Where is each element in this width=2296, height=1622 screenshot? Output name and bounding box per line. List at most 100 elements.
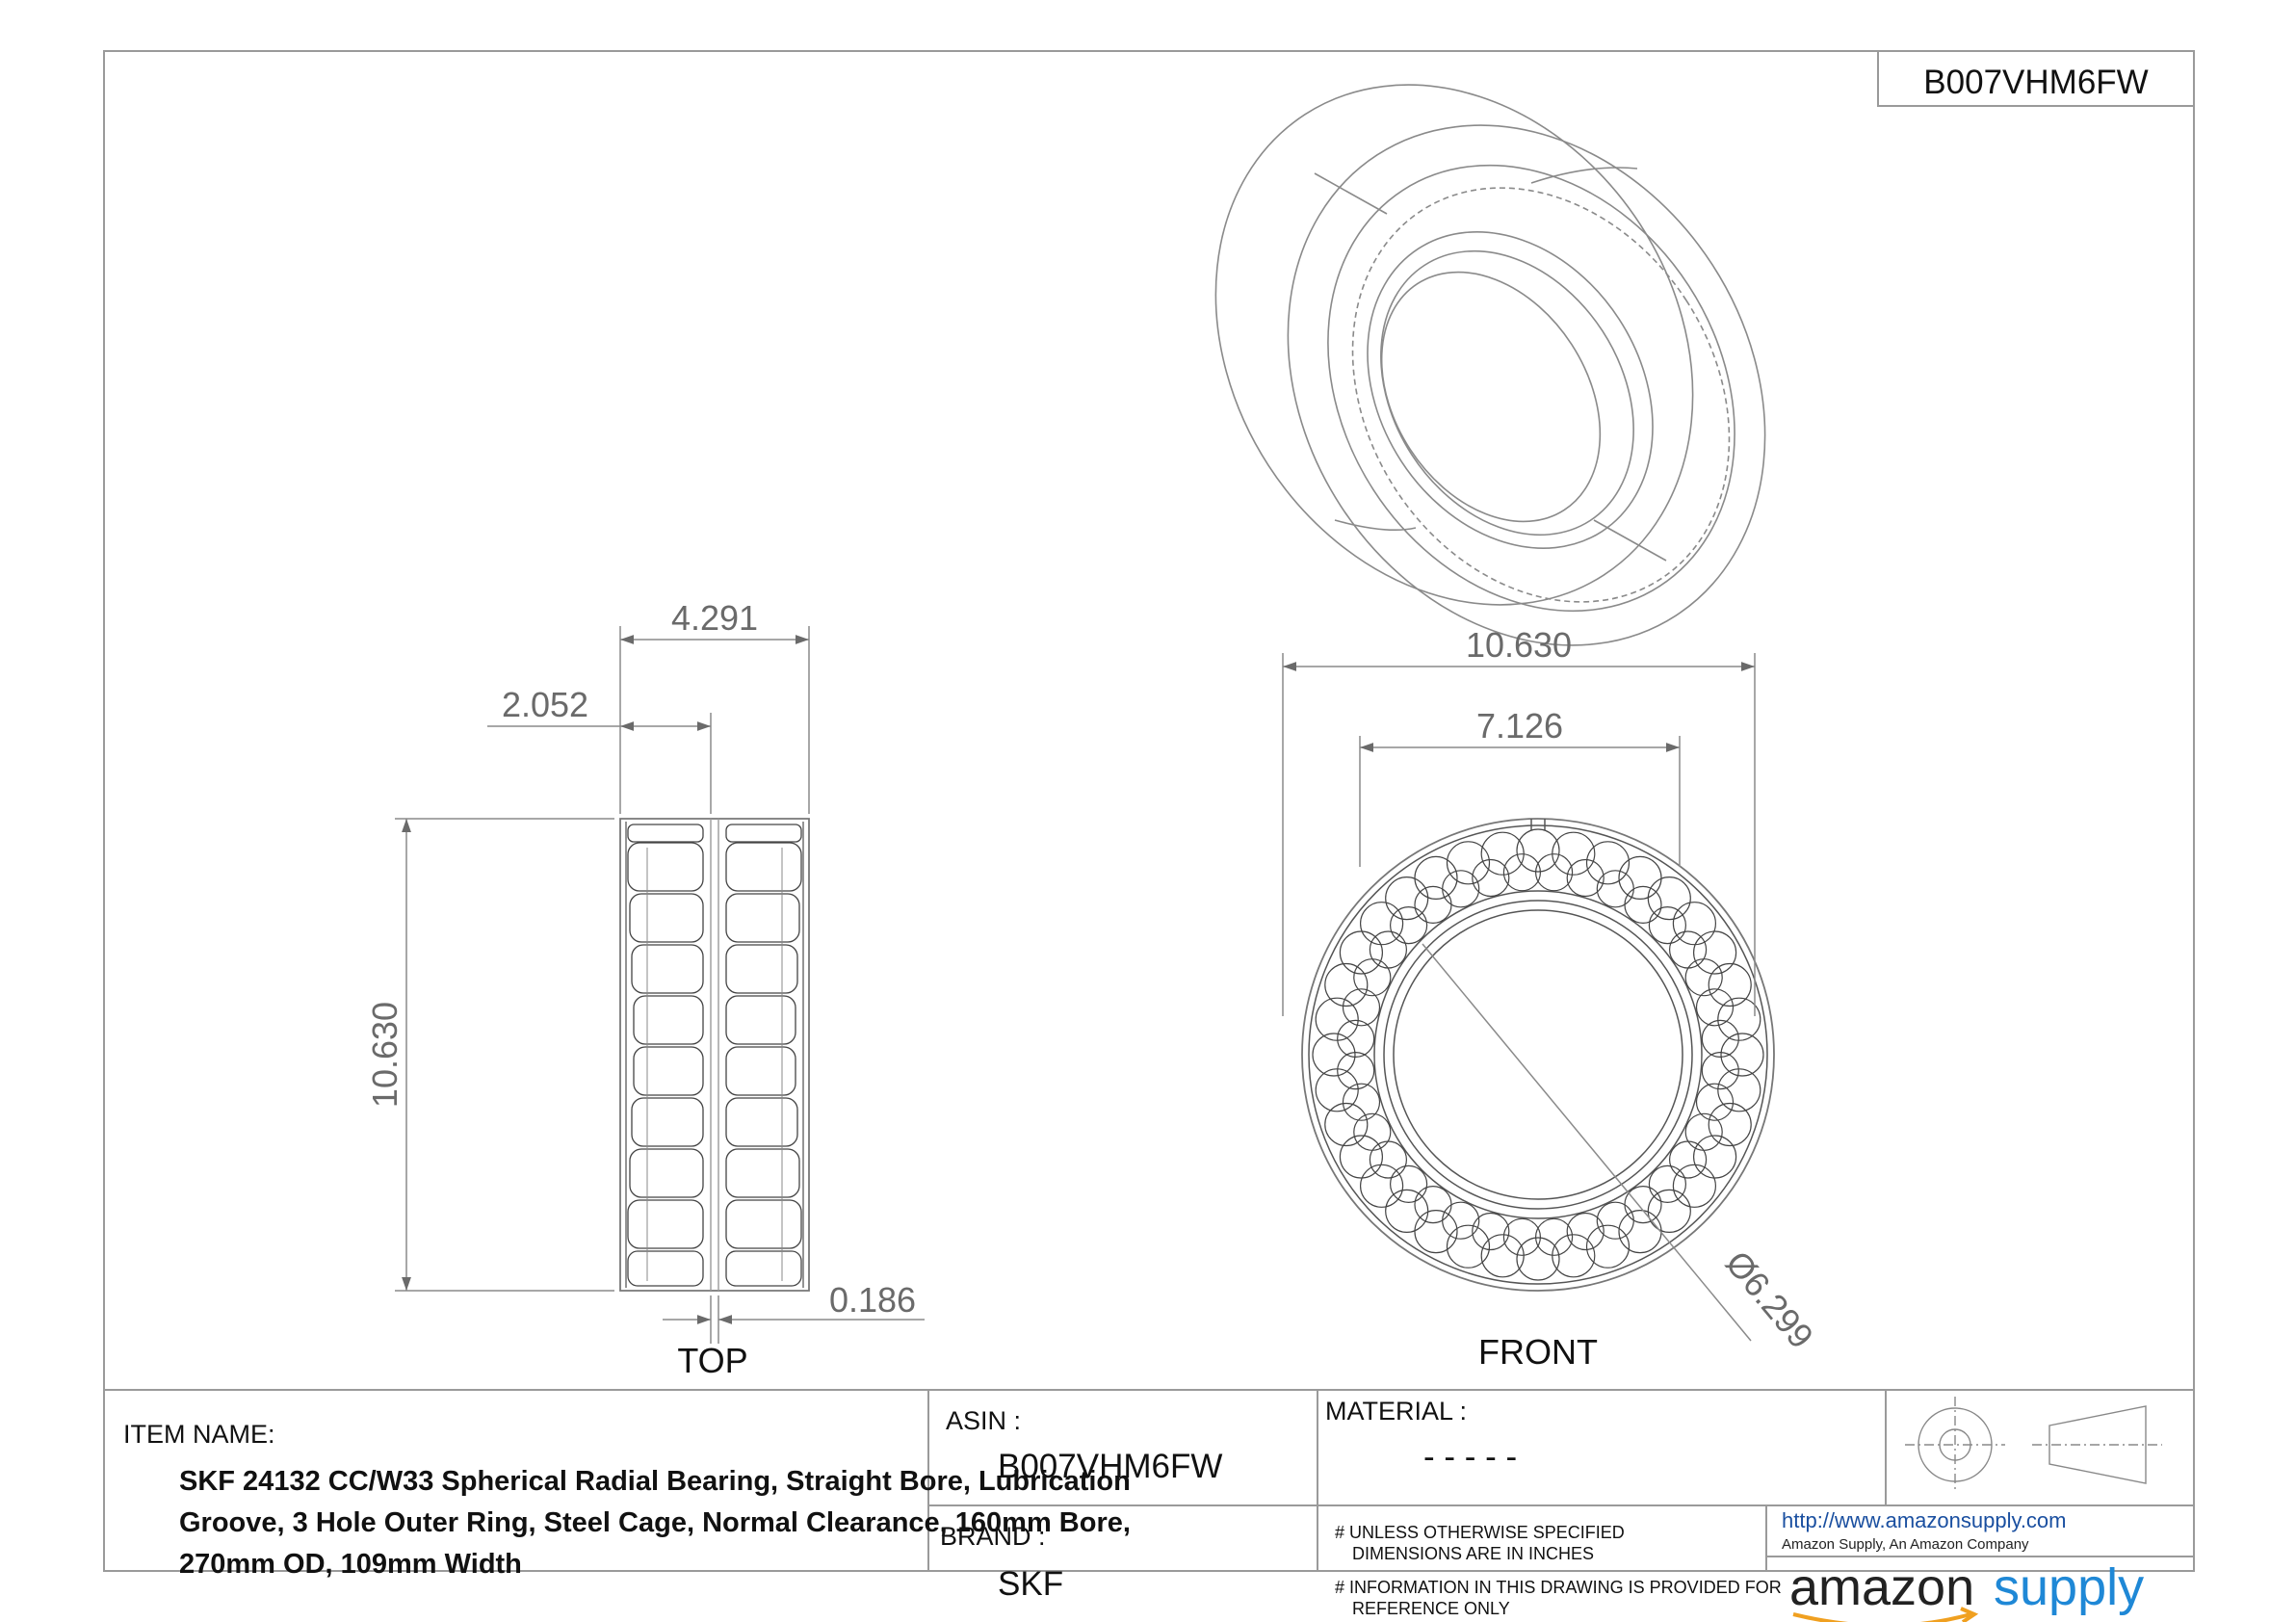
roller-circle bbox=[1692, 930, 1737, 975]
roller-circle bbox=[1618, 1209, 1662, 1254]
roller-circle bbox=[1359, 1164, 1404, 1208]
item-name-line-3: 270mm OD, 109mm Width bbox=[179, 1549, 522, 1580]
roller-circle bbox=[1566, 1212, 1605, 1251]
part-number-label: B007VHM6FW bbox=[1923, 64, 2148, 101]
third-angle-projection-icon bbox=[1905, 1397, 2162, 1493]
roller-circle bbox=[1708, 1102, 1752, 1147]
roller-circle bbox=[1684, 1112, 1723, 1151]
roller-circle bbox=[1701, 1051, 1739, 1090]
roller-circle bbox=[1353, 958, 1392, 997]
roller-circle bbox=[1692, 1135, 1737, 1179]
roller-circle bbox=[1339, 1135, 1384, 1179]
asin-label: ASIN : bbox=[946, 1406, 1021, 1435]
dim-top-half-width: 2.052 bbox=[502, 685, 588, 724]
note-info-line-2: REFERENCE ONLY bbox=[1352, 1599, 1510, 1618]
item-name-label: ITEM NAME: bbox=[123, 1420, 275, 1449]
roller-circle bbox=[1720, 1033, 1764, 1077]
roller-circle bbox=[1668, 1140, 1708, 1179]
brand-label: BRAND : bbox=[940, 1522, 1046, 1551]
roller-circle bbox=[1446, 841, 1491, 885]
dim-top-width: 4.291 bbox=[671, 598, 758, 638]
roller-circle bbox=[1389, 905, 1428, 945]
top-view-dimensions bbox=[395, 626, 925, 1344]
roller-circle bbox=[1369, 930, 1408, 969]
roller-circle bbox=[1647, 1189, 1691, 1234]
roller-circle bbox=[1337, 1019, 1375, 1059]
roller-circle bbox=[1647, 876, 1691, 921]
company-name: Amazon Supply, An Amazon Company bbox=[1782, 1536, 2029, 1553]
roller-circle bbox=[1648, 1164, 1687, 1204]
roller-circle bbox=[1502, 853, 1542, 892]
roller-circle bbox=[1695, 988, 1735, 1027]
roller-circle bbox=[1618, 855, 1662, 901]
roller-circle bbox=[1672, 902, 1717, 946]
roller-circle bbox=[1385, 1189, 1429, 1234]
roller-circle bbox=[1472, 858, 1510, 898]
roller-circle bbox=[1442, 870, 1480, 908]
asin-value: B007VHM6FW bbox=[998, 1448, 1222, 1485]
roller-circle bbox=[1516, 1237, 1560, 1281]
roller-circle bbox=[1359, 902, 1404, 946]
part-number-box: B007VHM6FW bbox=[1877, 51, 2194, 107]
note-units-line-1: # UNLESS OTHERWISE SPECIFIED bbox=[1335, 1523, 1625, 1542]
roller-circle bbox=[1668, 930, 1708, 969]
material-label: MATERIAL : bbox=[1325, 1397, 1467, 1426]
roller-circle bbox=[1414, 1185, 1452, 1224]
item-name-line-1: SKF 24132 CC/W33 Spherical Radial Bearin… bbox=[179, 1466, 1131, 1497]
top-view bbox=[619, 818, 810, 1292]
roller-circle bbox=[1324, 1102, 1369, 1147]
sheet-border bbox=[103, 50, 2195, 1572]
roller-circle bbox=[1353, 1112, 1392, 1151]
roller-circle bbox=[1534, 1217, 1574, 1256]
roller-circle bbox=[1414, 885, 1452, 925]
dim-front-inner-width: 7.126 bbox=[1476, 706, 1563, 746]
roller-circle bbox=[1369, 1140, 1408, 1179]
front-view-dimensions bbox=[1282, 653, 1756, 1016]
roller-circle bbox=[1446, 1224, 1491, 1269]
item-name-line-2: Groove, 3 Hole Outer Ring, Steel Cage, N… bbox=[179, 1507, 1131, 1538]
logo-word-supply: supply bbox=[1994, 1558, 2144, 1616]
amazon-supply-logo: amazon supply bbox=[1789, 1558, 2144, 1622]
roller-circle bbox=[1502, 1217, 1542, 1256]
roller-circle bbox=[1708, 962, 1752, 1007]
roller-circle bbox=[1585, 1224, 1631, 1269]
front-view-label: FRONT bbox=[1478, 1332, 1598, 1372]
roller-circle bbox=[1337, 1051, 1375, 1090]
dim-front-outer-diameter: 10.630 bbox=[1466, 625, 1572, 665]
logo-word-amazon: amazon bbox=[1789, 1558, 1974, 1616]
note-units-line-2: DIMENSIONS ARE IN INCHES bbox=[1352, 1544, 1594, 1563]
dim-front-bore: Ø6.299 bbox=[1718, 1243, 1821, 1356]
note-info-line-1: # INFORMATION IN THIS DRAWING IS PROVIDE… bbox=[1335, 1578, 1782, 1597]
roller-circle bbox=[1442, 1201, 1480, 1240]
roller-circle bbox=[1596, 1201, 1634, 1240]
roller-circle bbox=[1472, 1212, 1510, 1251]
title-block-frame bbox=[104, 1389, 2194, 1571]
roller-circle bbox=[1672, 1164, 1717, 1208]
roller-circle bbox=[1648, 905, 1687, 945]
roller-circle bbox=[1414, 855, 1458, 901]
material-value: - - - - - bbox=[1423, 1438, 1517, 1476]
roller-circle bbox=[1342, 1083, 1381, 1121]
roller-circle bbox=[1385, 876, 1429, 921]
roller-circle bbox=[1566, 858, 1605, 898]
dim-top-height: 10.630 bbox=[365, 1002, 404, 1108]
roller-circle bbox=[1701, 1019, 1739, 1059]
top-view-label: TOP bbox=[677, 1341, 747, 1380]
roller-circle bbox=[1414, 1209, 1458, 1254]
roller-circle bbox=[1389, 1164, 1428, 1204]
roller-circle bbox=[1324, 962, 1369, 1007]
roller-circle bbox=[1342, 988, 1381, 1027]
front-view bbox=[1301, 818, 1775, 1342]
dim-top-groove: 0.186 bbox=[829, 1280, 916, 1320]
roller-circle bbox=[1596, 870, 1634, 908]
roller-circle bbox=[1695, 1083, 1735, 1121]
roller-circle bbox=[1624, 1185, 1662, 1224]
roller-circle bbox=[1585, 841, 1631, 885]
isometric-bearing-view bbox=[1214, 84, 1766, 646]
roller-circle bbox=[1624, 885, 1662, 925]
company-url-link[interactable]: http://www.amazonsupply.com bbox=[1782, 1508, 2067, 1532]
roller-circle bbox=[1339, 930, 1384, 975]
roller-circle bbox=[1516, 828, 1560, 873]
brand-value: SKF bbox=[998, 1565, 1063, 1603]
